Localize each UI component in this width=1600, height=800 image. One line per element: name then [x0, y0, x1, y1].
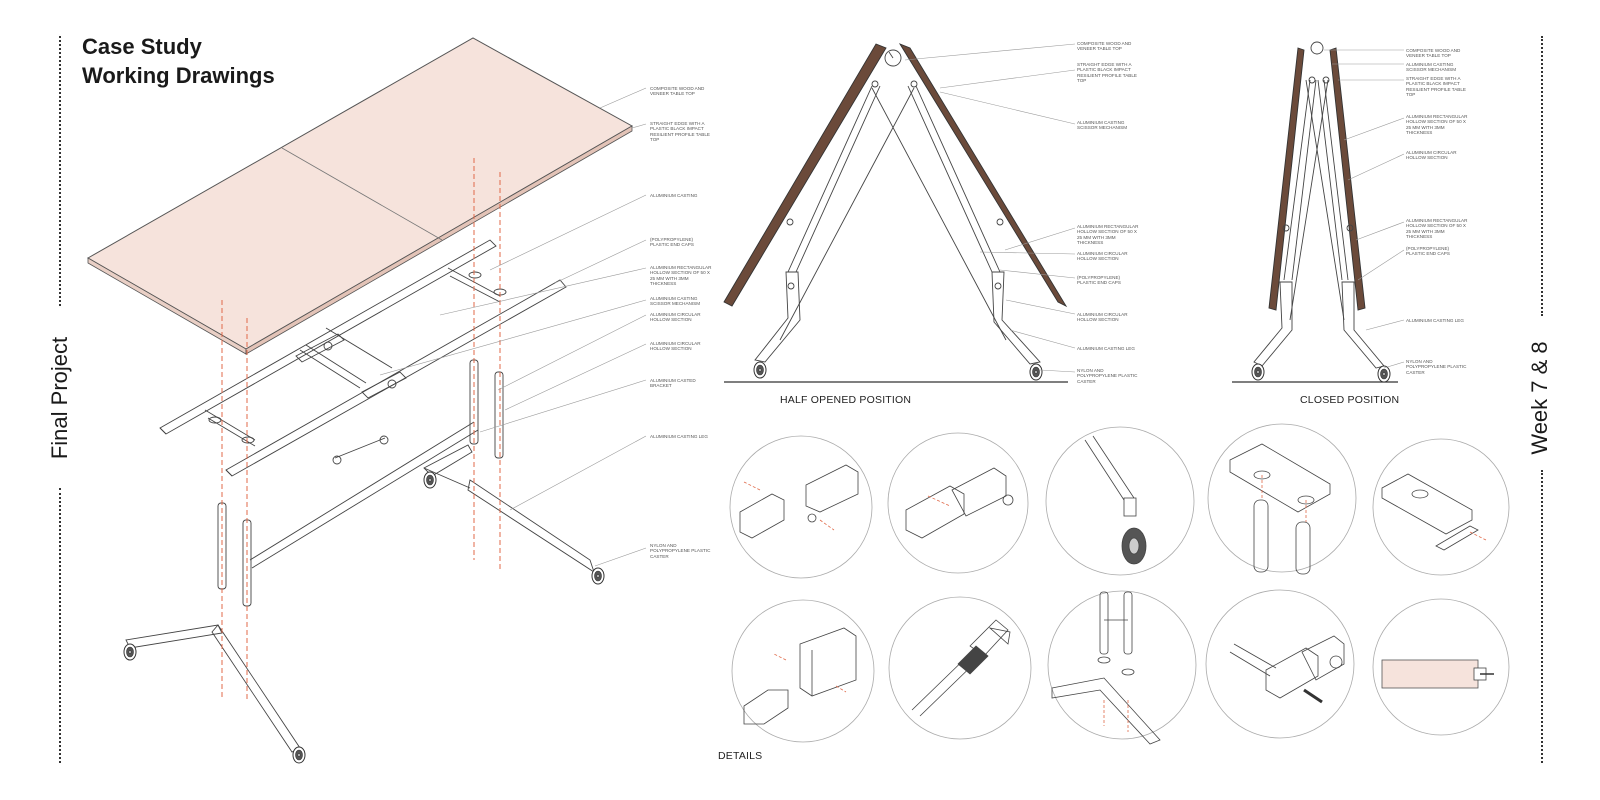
closed-callout: ALUMINIUM RECTANGULAR HOLLOW SECTION OF …	[1406, 114, 1468, 136]
half-opened-caption: HALF OPENED POSITION	[780, 394, 912, 406]
closed-callout: (POLYPROPYLENE) PLASTIC END CAPS	[1406, 246, 1450, 257]
table-top	[86, 37, 634, 355]
detail-9	[1205, 589, 1355, 739]
right-dotted-rule-bottom	[1541, 470, 1543, 763]
closed-caption: CLOSED POSITION	[1300, 394, 1400, 406]
detail-7	[888, 596, 1032, 740]
half-callout: (POLYPROPYLENE) PLASTIC END CAPS	[1077, 275, 1121, 286]
detail-4	[1207, 423, 1357, 575]
half-callout: COMPOSITE WOOD AND VENEER TABLE TOP	[1077, 41, 1132, 52]
closed-callout: NYLON AND POLYPROPYLENE PLASTIC CASTER	[1406, 359, 1467, 375]
detail-10	[1372, 598, 1510, 736]
iso-callout: NYLON AND POLYPROPYLENE PLASTIC CASTER	[650, 543, 711, 559]
detail-2	[887, 432, 1029, 574]
half-callout: ALUMINIUM CIRCULAR HOLLOW SECTION	[1077, 312, 1128, 323]
title-line-2: Working Drawings	[82, 63, 275, 88]
iso-callout: COMPOSITE WOOD AND VENEER TABLE TOP	[650, 86, 705, 97]
exploded-table-drawing	[86, 37, 647, 764]
detail-8	[1047, 590, 1197, 745]
half-callout: ALUMINIUM CASTING SCISSOR MECHANISM	[1077, 120, 1128, 131]
closed-callout: ALUMINIUM CASTING LEG	[1406, 318, 1464, 323]
half-callout: STRAIGHT EDGE WITH A PLASTIC BLACK IMPAC…	[1077, 62, 1137, 84]
iso-callout: ALUMINIUM CIRCULAR HOLLOW SECTION	[650, 341, 701, 352]
closed-callout: COMPOSITE WOOD AND VENEER TABLE TOP	[1406, 48, 1461, 59]
right-dotted-rule-top	[1541, 36, 1543, 316]
closed-callout: ALUMINIUM CIRCULAR HOLLOW SECTION	[1406, 150, 1457, 161]
iso-leader-lines	[379, 87, 647, 567]
iso-callout: (POLYPROPYLENE) PLASTIC END CAPS	[650, 237, 694, 248]
detail-5	[1372, 438, 1510, 576]
half-callout: NYLON AND POLYPROPYLENE PLASTIC CASTER	[1077, 368, 1138, 384]
closed-drawing	[1232, 41, 1405, 383]
page-title: Case Study Working Drawings	[82, 32, 275, 90]
details-caption: DETAILS	[718, 750, 763, 762]
iso-callout: STRAIGHT EDGE WITH A PLASTIC BLACK IMPAC…	[650, 121, 710, 143]
left-dotted-rule-bottom	[59, 488, 61, 763]
detail-6	[731, 599, 875, 743]
iso-callout: ALUMINIUM CIRCULAR HOLLOW SECTION	[650, 312, 701, 323]
detail-circles	[729, 423, 1510, 745]
legs-left	[123, 502, 306, 764]
closed-callout: ALUMINIUM RECTANGULAR HOLLOW SECTION OF …	[1406, 218, 1468, 240]
half-callout: ALUMINIUM CIRCULAR HOLLOW SECTION	[1077, 251, 1128, 262]
iso-callout: ALUMINIUM CASTED BRACKET	[650, 378, 696, 389]
detail-1	[729, 435, 873, 579]
title-line-1: Case Study	[82, 34, 202, 59]
iso-callout: ALUMINIUM RECTANGULAR HOLLOW SECTION OF …	[650, 265, 712, 287]
closed-callout: ALUMINIUM CASTING SCISSOR MECHANISM	[1406, 62, 1457, 73]
left-dotted-rule-top	[59, 36, 61, 306]
frame-rails	[159, 239, 567, 477]
detail-3	[1045, 426, 1195, 576]
legs-right	[249, 359, 605, 585]
alignment-guides	[221, 158, 501, 700]
half-opened-drawing	[723, 43, 1076, 383]
iso-callout: ALUMINIUM CASTING SCISSOR MECHANISM	[650, 296, 701, 307]
iso-callout: ALUMINIUM CASTING	[650, 193, 698, 198]
half-callout: ALUMINIUM CASTING LEG	[1077, 346, 1135, 351]
half-callout: ALUMINIUM RECTANGULAR HOLLOW SECTION OF …	[1077, 224, 1139, 246]
closed-callout: STRAIGHT EDGE WITH A PLASTIC BLACK IMPAC…	[1406, 76, 1466, 98]
iso-callout: ALUMINIUM CASTING LEG	[650, 434, 708, 439]
